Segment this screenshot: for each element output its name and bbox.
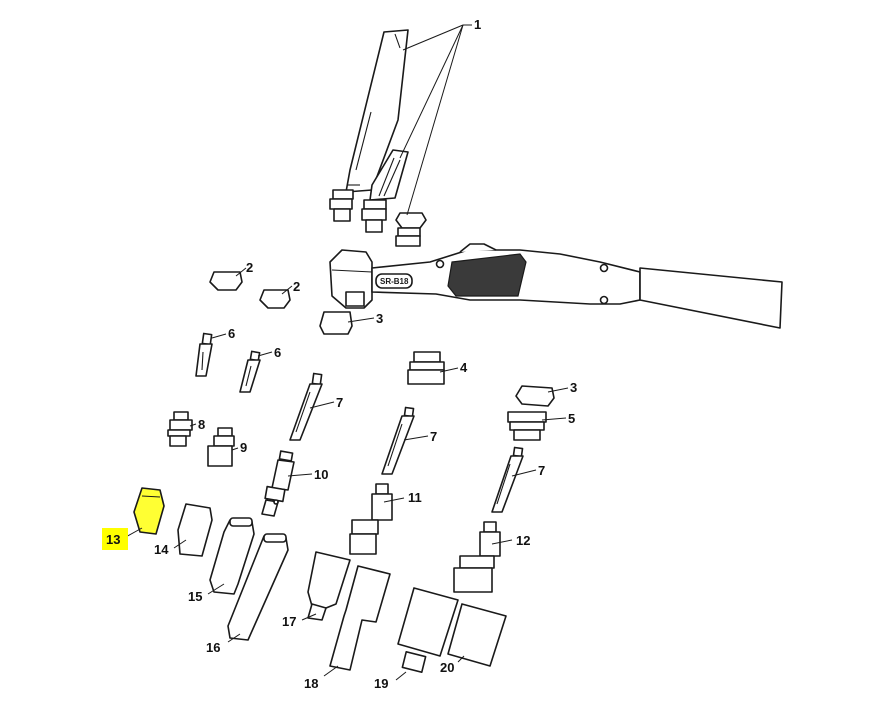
part-20-large-nozzle[interactable] bbox=[447, 603, 507, 667]
part-3-gasket-b[interactable] bbox=[515, 385, 569, 407]
part-1-short-back-cap[interactable] bbox=[395, 212, 427, 247]
callout-10: 10 bbox=[314, 467, 328, 482]
torch-neck-handle[interactable]: SR-B18 bbox=[371, 243, 641, 305]
part-17-gas-lens-nozzle[interactable] bbox=[301, 551, 351, 621]
part-1-leaders bbox=[399, 24, 472, 216]
callout-16: 16 bbox=[206, 640, 220, 655]
part-12-gas-lens-large[interactable] bbox=[453, 521, 513, 593]
callout-7b: 7 bbox=[430, 429, 437, 444]
part-6-collet-a[interactable] bbox=[195, 332, 227, 377]
part-16-nozzle-extra-long[interactable] bbox=[227, 533, 289, 643]
part-10-collet-body[interactable] bbox=[261, 450, 313, 517]
callout-6b: 6 bbox=[274, 345, 281, 360]
callout-18: 18 bbox=[304, 676, 318, 691]
callout-6a: 6 bbox=[228, 326, 235, 341]
part-4-gas-lens-body[interactable] bbox=[407, 351, 459, 385]
callout-17: 17 bbox=[282, 614, 296, 629]
callout-8: 8 bbox=[198, 417, 205, 432]
callout-13: 13 bbox=[106, 532, 120, 547]
part-19-large-nozzle[interactable] bbox=[395, 587, 459, 681]
part-5-gas-lens-insulator[interactable] bbox=[507, 411, 567, 441]
callout-5: 5 bbox=[568, 411, 575, 426]
callout-19: 19 bbox=[374, 676, 388, 691]
callout-9: 9 bbox=[240, 440, 247, 455]
part-8-adapter[interactable] bbox=[167, 411, 197, 447]
callout-13-highlight bbox=[102, 528, 128, 550]
torch-brand-label: SR-B18 bbox=[380, 277, 409, 286]
callout-2b: 2 bbox=[293, 279, 300, 294]
part-11-gas-lens-collet-body[interactable] bbox=[349, 483, 405, 555]
callout-12: 12 bbox=[516, 533, 530, 548]
part-7-collet-c[interactable] bbox=[491, 446, 537, 513]
torch-head[interactable] bbox=[329, 249, 373, 309]
callout-14: 14 bbox=[154, 542, 169, 557]
part-15-nozzle-long[interactable] bbox=[207, 517, 255, 595]
callout-15: 15 bbox=[188, 589, 202, 604]
part-3-gasket-a[interactable] bbox=[319, 311, 375, 335]
torch-cable[interactable] bbox=[639, 267, 783, 329]
part-13-nozzle-highlighted[interactable] bbox=[123, 487, 165, 539]
callout-3b: 3 bbox=[570, 380, 577, 395]
part-14-nozzle[interactable] bbox=[173, 503, 213, 557]
part-18-gas-lens-nozzle-long[interactable] bbox=[323, 565, 391, 677]
part-1-long-back-cap[interactable] bbox=[329, 29, 409, 222]
callout-2a: 2 bbox=[246, 260, 253, 275]
part-6-collet-b[interactable] bbox=[239, 350, 273, 393]
part-1-medium-back-cap[interactable] bbox=[361, 149, 409, 233]
part-7-collet-b[interactable] bbox=[381, 406, 429, 475]
callout-4: 4 bbox=[460, 360, 468, 375]
part-2-insulator-b[interactable] bbox=[259, 285, 293, 309]
callout-1: 1 bbox=[474, 17, 481, 32]
callout-7a: 7 bbox=[336, 395, 343, 410]
callout-7c: 7 bbox=[538, 463, 545, 478]
callout-11: 11 bbox=[408, 490, 422, 505]
part-9-collet-body-stubby[interactable] bbox=[207, 427, 239, 467]
part-7-collet-a[interactable] bbox=[289, 372, 335, 441]
part-2-insulator-a[interactable] bbox=[209, 267, 247, 291]
callout-3a: 3 bbox=[376, 311, 383, 326]
callout-20: 20 bbox=[440, 660, 454, 675]
